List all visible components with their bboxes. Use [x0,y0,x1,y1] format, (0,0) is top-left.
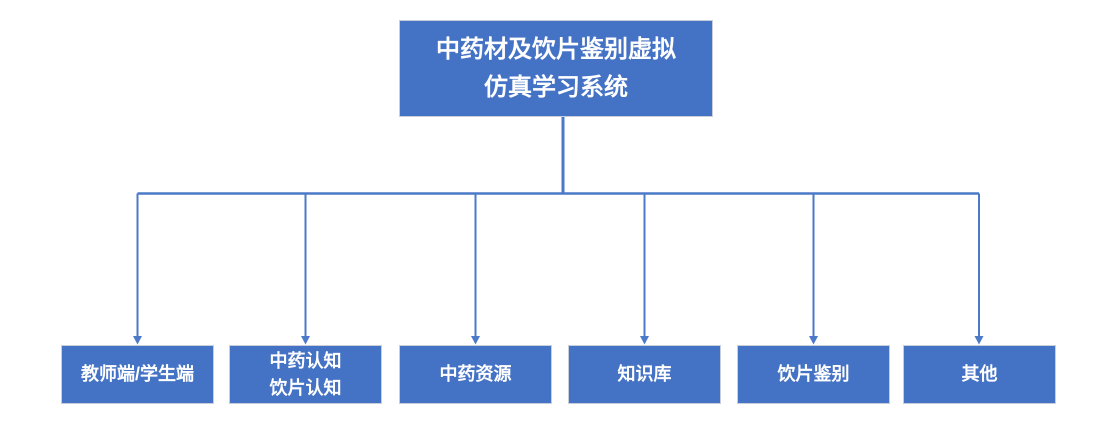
arrowhead-6 [974,336,984,345]
child-node-herb-resources: 中药资源 [399,345,552,404]
child-node-piece-identification: 饮片鉴别 [737,345,890,404]
root-node: 中药材及饮片鉴别虚拟 仿真学习系统 [399,20,713,117]
arrowhead-2 [301,336,310,345]
arrowhead-5 [809,336,818,345]
child-node-other: 其他 [903,345,1056,404]
arrowhead-4 [640,336,649,345]
child-node-knowledge-base: 知识库 [568,345,721,404]
arrowhead-3 [471,336,480,345]
child-node-herb-cognition: 中药认知 饮片认知 [229,345,382,404]
child-node-teacher-student: 教师端/学生端 [61,345,214,404]
arrowhead-1 [133,336,142,345]
